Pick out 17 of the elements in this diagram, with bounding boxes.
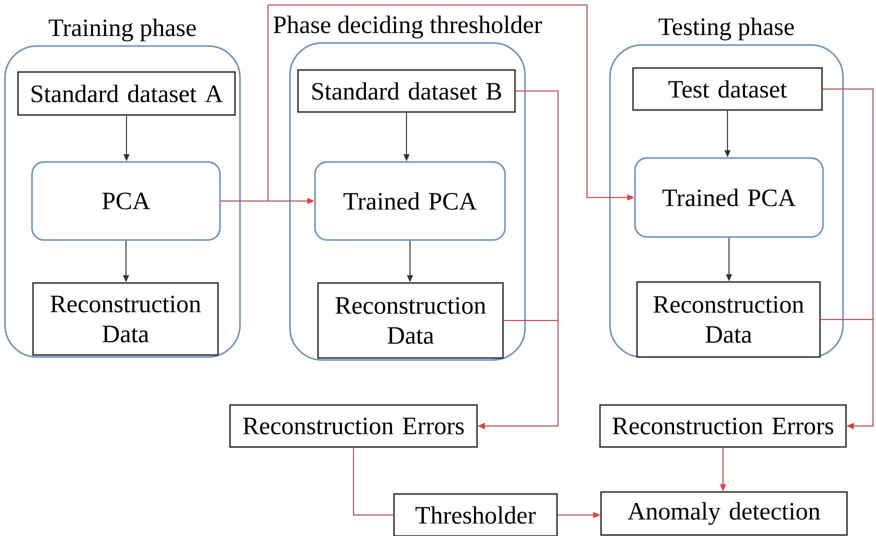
- process-box: Trained PCA: [314, 161, 506, 241]
- process-box: Anomaly detection: [600, 491, 848, 536]
- process-box: Reconstruction Errors: [229, 404, 478, 448]
- process-box: PCA: [31, 161, 221, 241]
- process-box: Thresholder: [393, 493, 558, 536]
- process-box: Reconstruction Data: [317, 282, 504, 359]
- arrow: [820, 319, 874, 430]
- process-box: Test dataset: [632, 67, 823, 111]
- process-box: Reconstruction Errors: [599, 404, 847, 448]
- phase-heading: Testing phase: [658, 18, 794, 40]
- process-box: Reconstruction Data: [32, 282, 219, 356]
- process-box: Reconstruction Data: [636, 281, 821, 358]
- process-box: Standard dataset B: [297, 69, 516, 113]
- phase-heading: Training phase: [48, 18, 196, 42]
- process-box: Standard dataset A: [17, 71, 236, 116]
- process-box: Trained PCA: [634, 157, 824, 238]
- phase-heading: Phase deciding thresholder: [274, 16, 542, 38]
